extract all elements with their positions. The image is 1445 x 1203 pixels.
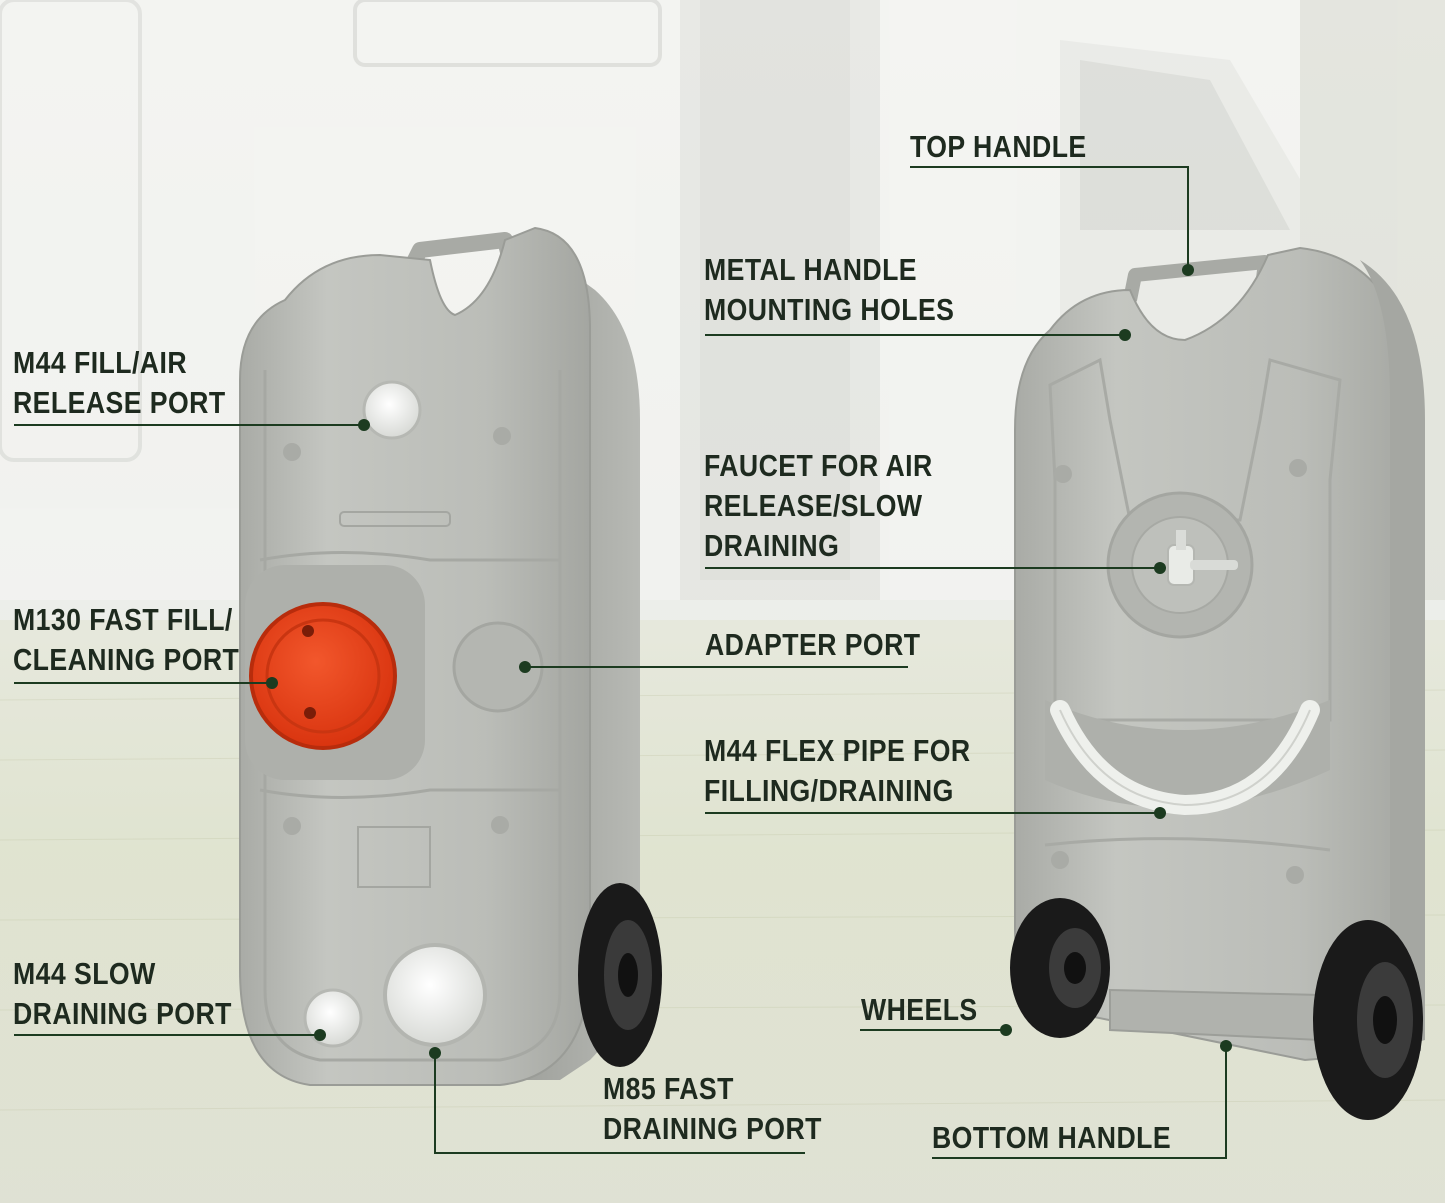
- label-line: DRAINING PORT: [603, 1111, 822, 1146]
- label-line: M85 FAST: [603, 1071, 734, 1106]
- label-top-handle: TOP HANDLE: [910, 127, 1087, 167]
- label-line: CLEANING PORT: [13, 642, 240, 677]
- label-m85-port: M85 FAST DRAINING PORT: [603, 1069, 822, 1149]
- m130-red-cap-icon: [249, 602, 397, 750]
- label-adapter-port: ADAPTER PORT: [705, 625, 920, 665]
- label-line: ADAPTER PORT: [705, 627, 921, 662]
- label-faucet: FAUCET FOR AIR RELEASE/SLOW DRAINING: [704, 446, 933, 566]
- label-bottom-handle: BOTTOM HANDLE: [932, 1118, 1171, 1158]
- label-line: BOTTOM HANDLE: [932, 1120, 1172, 1155]
- label-flex-pipe: M44 FLEX PIPE FOR FILLING/DRAINING: [704, 731, 971, 811]
- label-line: M130 FAST FILL/: [13, 602, 233, 637]
- label-line: TOP HANDLE: [910, 129, 1087, 164]
- label-line: DRAINING: [704, 528, 840, 563]
- m44-slow-drain-cap-icon: [303, 988, 363, 1048]
- callout-lines: [14, 166, 1227, 1159]
- label-line: MOUNTING HOLES: [704, 292, 955, 327]
- label-line: M44 FILL/AIR: [13, 345, 188, 380]
- water-tank-back-icon: [1010, 246, 1425, 1120]
- m85-drain-cap-icon: [383, 943, 487, 1047]
- label-line: FAUCET FOR AIR: [704, 448, 933, 483]
- back-wheel-left-icon: [1010, 898, 1110, 1038]
- back-wheel-right-icon: [1313, 920, 1423, 1120]
- front-wheel-icon: [578, 883, 662, 1067]
- callout-dots: [266, 264, 1232, 1059]
- label-m44-slow-port: M44 SLOW DRAINING PORT: [13, 954, 232, 1034]
- label-line: M44 SLOW: [13, 956, 156, 991]
- label-line: M44 FLEX PIPE FOR: [704, 733, 971, 768]
- label-line: RELEASE/SLOW: [704, 488, 923, 523]
- label-line: WHEELS: [861, 992, 978, 1027]
- label-line: METAL HANDLE: [704, 252, 918, 287]
- faucet-icon: [1167, 530, 1238, 586]
- label-line: RELEASE PORT: [13, 385, 226, 420]
- label-m130-port: M130 FAST FILL/ CLEANING PORT: [13, 600, 239, 680]
- m44-fill-cap-icon: [362, 380, 422, 440]
- label-wheels: WHEELS: [861, 990, 978, 1030]
- label-m44-fill-port: M44 FILL/AIR RELEASE PORT: [13, 343, 226, 423]
- label-line: DRAINING PORT: [13, 996, 232, 1031]
- label-metal-handle-holes: METAL HANDLE MOUNTING HOLES: [704, 250, 954, 330]
- water-tank-front-icon: [239, 226, 662, 1086]
- label-line: FILLING/DRAINING: [704, 773, 954, 808]
